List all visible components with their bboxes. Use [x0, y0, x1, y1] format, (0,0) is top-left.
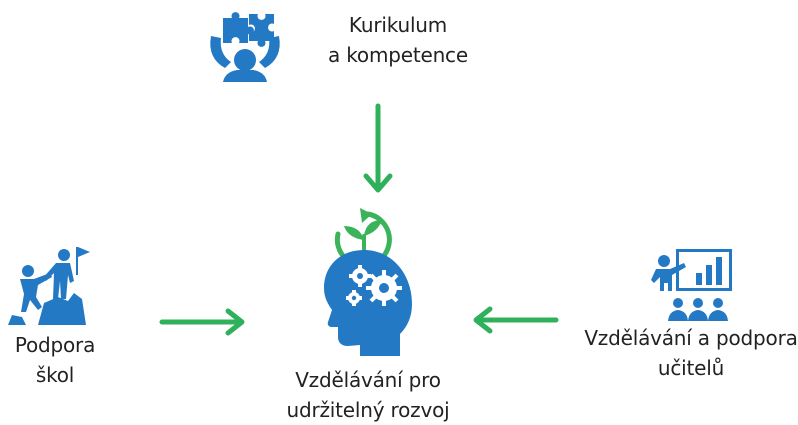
schools-line2: škol	[35, 363, 75, 387]
curriculum-line1: Kurikulum	[348, 13, 448, 37]
teachers-line1: Vzdělávání a podpora	[584, 326, 798, 350]
sustainable-mind-icon	[316, 206, 416, 356]
curriculum-line2: a kompetence	[328, 43, 468, 67]
schools-label: Podpora škol	[0, 330, 110, 390]
center-line1: Vzdělávání pro	[295, 368, 441, 392]
center-line2: udržitelný rozvoj	[286, 398, 450, 422]
arrow-schools-to-center	[159, 308, 245, 336]
teacher-presentation-icon	[651, 247, 736, 321]
teachers-label: Vzdělávání a podpora učitelů	[584, 323, 798, 383]
schools-line1: Podpora	[14, 333, 96, 357]
arrow-teachers-to-center	[473, 306, 559, 334]
arrow-curriculum-to-center	[363, 103, 393, 193]
center-label: Vzdělávání pro udržitelný rozvoj	[268, 365, 468, 425]
curriculum-label: Kurikulum a kompetence	[318, 10, 478, 70]
climbing-support-icon	[8, 243, 98, 325]
teachers-line2: učitelů	[657, 356, 725, 380]
puzzle-person-icon	[205, 10, 285, 82]
